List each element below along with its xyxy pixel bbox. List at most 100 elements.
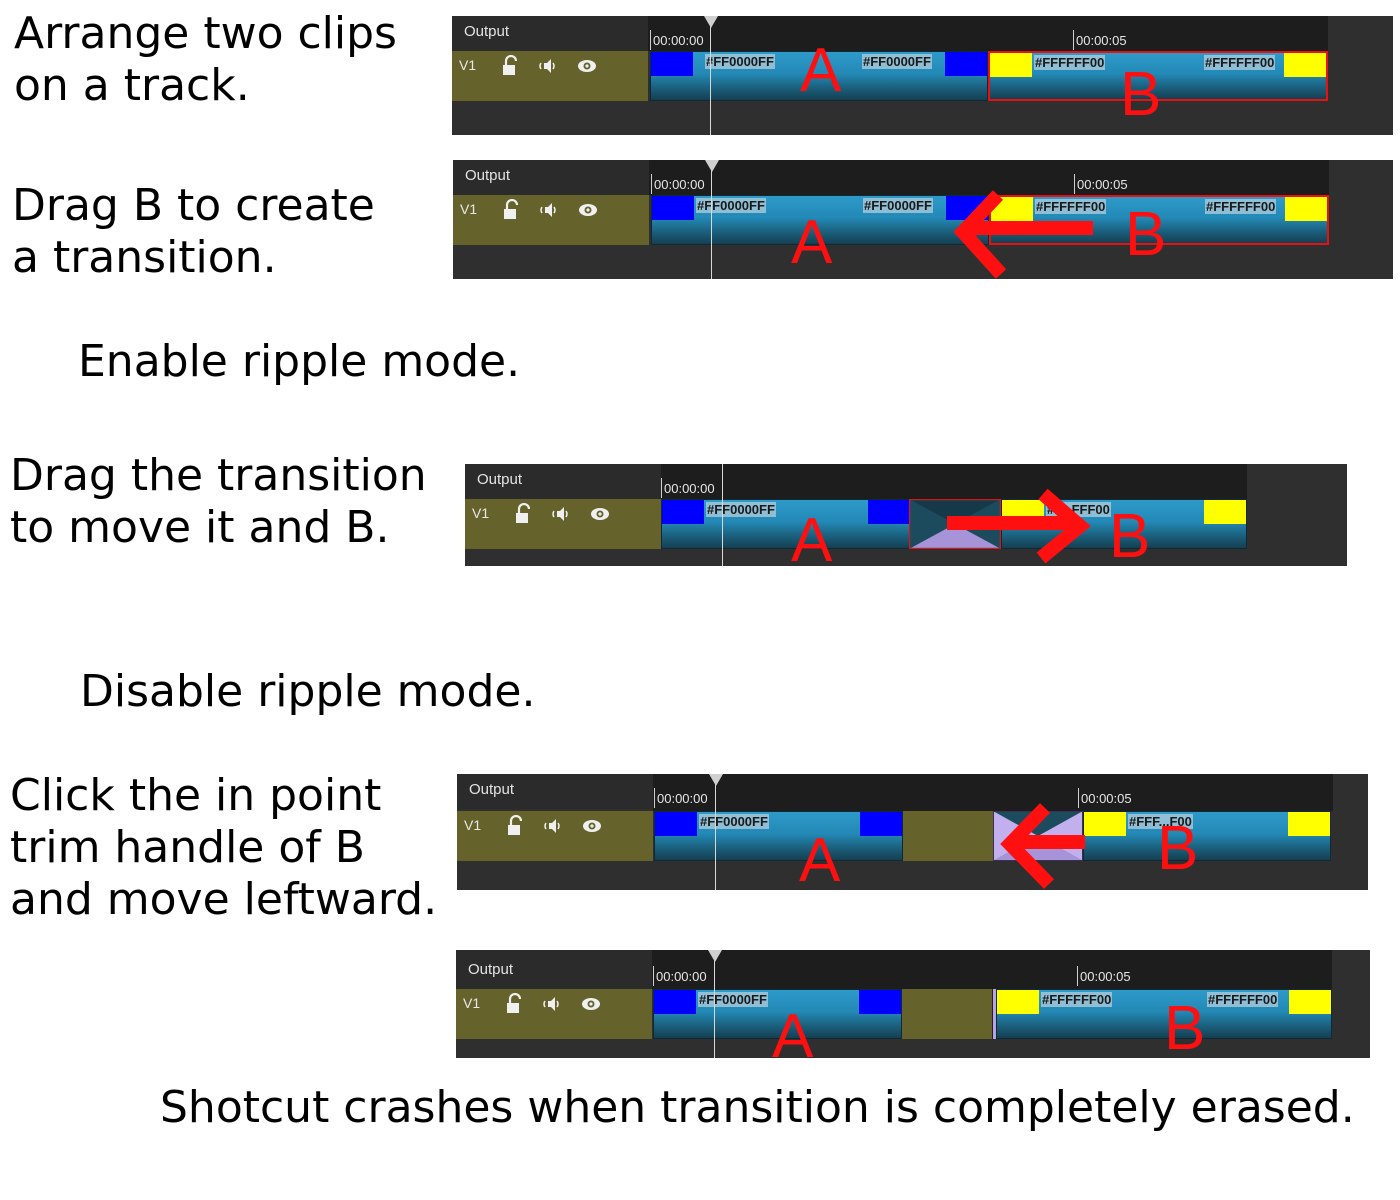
- clip-b-thumb-end: [1204, 500, 1246, 524]
- eye-icon[interactable]: [581, 993, 601, 1015]
- track-gap: [902, 989, 992, 1039]
- track-header-v1[interactable]: V1: [465, 499, 661, 549]
- time-ruler[interactable]: 00:00:00: [661, 464, 1247, 499]
- eye-icon[interactable]: [582, 815, 602, 837]
- drag-right-arrow: [947, 488, 1091, 564]
- clip-a-name-end: #FF0000FF: [862, 54, 932, 69]
- track-header-v1[interactable]: V1: [453, 195, 649, 245]
- playhead-handle[interactable]: [704, 16, 718, 28]
- output-header: Output: [465, 464, 661, 499]
- output-label: Output: [468, 961, 514, 978]
- clip-b-thumb-end: [1285, 197, 1327, 221]
- label-a: A: [799, 826, 841, 891]
- track-header-v1[interactable]: V1: [457, 811, 653, 861]
- speaker-icon[interactable]: [551, 503, 571, 525]
- track-header-v1[interactable]: V1: [452, 51, 648, 101]
- clip-b-thumb-start: [997, 990, 1039, 1014]
- label-b: B: [1109, 502, 1151, 567]
- clip-b[interactable]: #FFFFFF00 #FFFFFF00: [989, 195, 1329, 245]
- label-b: B: [1120, 60, 1162, 129]
- timecode-start: 00:00:00: [656, 969, 707, 984]
- playhead-handle[interactable]: [708, 950, 722, 962]
- playhead[interactable]: [715, 774, 716, 890]
- speaker-icon[interactable]: [543, 815, 563, 837]
- clip-b-name: #FFFFFF00: [1035, 199, 1107, 214]
- eye-icon[interactable]: [590, 503, 610, 525]
- playhead[interactable]: [714, 950, 715, 1058]
- drag-left-arrow: [1000, 803, 1085, 889]
- step-2-caption: Drag B to create a transition.: [12, 180, 375, 283]
- clip-b-name-end: #FFFFFF00: [1205, 199, 1277, 214]
- speaker-icon[interactable]: [542, 993, 562, 1015]
- lock-open-icon[interactable]: [500, 55, 520, 77]
- time-ruler[interactable]: 00:00:00 00:00:05: [649, 160, 1329, 195]
- time-ruler[interactable]: 00:00:00 00:00:05: [652, 950, 1332, 989]
- clip-b-name: #FFFFFF00: [1034, 55, 1106, 70]
- clip-b-thumb-end: [1289, 990, 1331, 1014]
- track-gap: [903, 811, 993, 861]
- clip-a[interactable]: #FF0000FF #FF0000FF: [650, 51, 988, 101]
- speaker-icon[interactable]: [539, 199, 559, 221]
- clip-a[interactable]: #FF0000FF #FF0000FF: [651, 195, 989, 245]
- clip-a-name: #FF0000FF: [698, 992, 768, 1007]
- playhead[interactable]: [722, 464, 723, 566]
- output-header: Output: [456, 950, 652, 989]
- clip-a[interactable]: #FF0000FF: [653, 989, 902, 1039]
- clip-b-thumb-start: [990, 53, 1032, 77]
- playhead-handle[interactable]: [709, 774, 723, 786]
- output-header: Output: [453, 160, 649, 195]
- transition-remnant[interactable]: [992, 989, 997, 1039]
- label-b: B: [1157, 814, 1199, 883]
- time-ruler[interactable]: 00:00:00 00:00:05: [653, 774, 1333, 811]
- clip-a-thumb-start: [652, 196, 694, 220]
- eye-icon[interactable]: [578, 199, 598, 221]
- step-3-caption: Enable ripple mode.: [78, 336, 521, 387]
- clip-a-name: #FF0000FF: [696, 198, 766, 213]
- timecode-start: 00:00:00: [653, 33, 704, 48]
- clip-b-thumb-end: [1288, 812, 1330, 836]
- clip-a-name-end: #FF0000FF: [863, 198, 933, 213]
- lock-open-icon[interactable]: [501, 199, 521, 221]
- clip-a[interactable]: #FF0000FF: [661, 499, 911, 549]
- lock-open-icon[interactable]: [504, 993, 524, 1015]
- label-a: A: [791, 208, 833, 277]
- clip-a-name: #FF0000FF: [699, 814, 769, 829]
- clip-a-thumb-end: [868, 500, 910, 524]
- clip-a-thumb-start: [662, 500, 704, 524]
- clip-b-name: #FFF...F00: [1128, 814, 1193, 829]
- timecode-5s: 00:00:05: [1076, 33, 1127, 48]
- eye-icon[interactable]: [577, 55, 597, 77]
- transition[interactable]: [909, 499, 1001, 549]
- step-4-caption: Drag the transition to move it and B.: [10, 450, 427, 553]
- playhead[interactable]: [711, 160, 712, 279]
- timecode-start: 00:00:00: [654, 177, 705, 192]
- clip-a-name: #FF0000FF: [706, 502, 776, 517]
- lock-open-icon[interactable]: [513, 503, 533, 525]
- track-header-v1[interactable]: V1: [456, 989, 652, 1039]
- clip-b[interactable]: #FFFFFF00 #FFFFFF00: [996, 989, 1332, 1039]
- track-label: V1: [464, 817, 482, 833]
- drag-left-arrow: [953, 190, 1093, 279]
- output-label: Output: [469, 781, 515, 798]
- playhead-handle[interactable]: [705, 160, 719, 172]
- track-label: V1: [472, 505, 490, 521]
- output-label: Output: [465, 167, 511, 184]
- timecode-5s: 00:00:05: [1081, 791, 1132, 806]
- track-label: V1: [459, 57, 477, 73]
- step-6-caption: Click the in point trim handle of B and …: [10, 770, 438, 925]
- step-7-caption: Shotcut crashes when transition is compl…: [160, 1082, 1355, 1133]
- clip-b[interactable]: #FFF...F00: [1083, 811, 1331, 861]
- step-1-caption: Arrange two clips on a track.: [14, 8, 397, 111]
- label-b: B: [1164, 994, 1206, 1059]
- clip-a[interactable]: #FF0000FF: [654, 811, 903, 861]
- timecode-start: 00:00:00: [657, 791, 708, 806]
- clip-b[interactable]: #FFFFFF00 #FFFFFF00: [988, 51, 1328, 101]
- output-header: Output: [457, 774, 653, 809]
- timeline-panel-5: Output V1 00:00:00 00:00:05 #FF0000FF #F…: [456, 950, 1370, 1058]
- speaker-icon[interactable]: [538, 55, 558, 77]
- timeline-panel-3: Output V1 00:00:00 #FF0000FF #F...FFF00 …: [465, 464, 1347, 566]
- playhead[interactable]: [710, 16, 711, 135]
- lock-open-icon[interactable]: [505, 815, 525, 837]
- time-ruler[interactable]: 00:00:00 00:00:05: [648, 16, 1328, 51]
- clip-a-thumb-end: [859, 990, 901, 1014]
